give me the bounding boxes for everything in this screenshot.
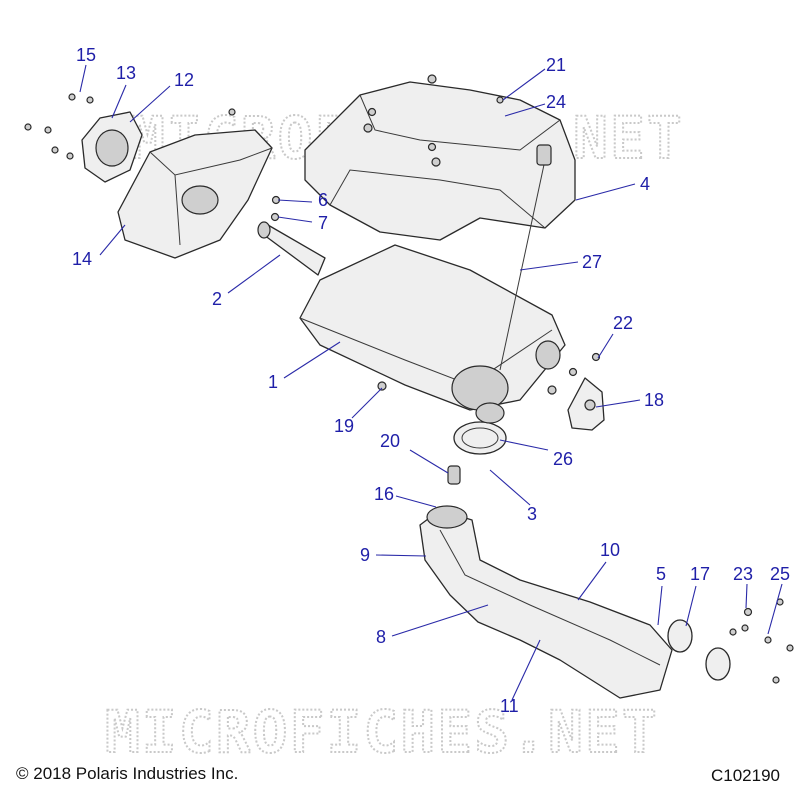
callout-20: 20 <box>380 431 400 451</box>
mount-bracket-part <box>567 377 605 431</box>
callout-13: 13 <box>116 63 136 83</box>
callout-1: 1 <box>268 372 278 392</box>
rear-heat-shield-part <box>117 129 273 259</box>
callout-25: 25 <box>770 564 790 584</box>
inlet-cone-part <box>257 221 326 276</box>
header-pipe-part <box>419 505 731 699</box>
oxygen-sensor-part <box>499 144 552 371</box>
callout-8: 8 <box>376 627 386 647</box>
callout-12: 12 <box>174 70 194 90</box>
copyright-notice: © 2018 Polaris Industries Inc. <box>16 764 239 783</box>
callout-24: 24 <box>546 92 566 112</box>
callout-22: 22 <box>613 313 633 333</box>
callout-15: 15 <box>76 45 96 65</box>
callout-23: 23 <box>733 564 753 584</box>
watermark-bottom: MICROFICHES.NET <box>105 698 659 766</box>
muffler-part <box>299 244 566 411</box>
callout-10: 10 <box>600 540 620 560</box>
hardware-fasteners <box>24 93 794 684</box>
callout-7: 7 <box>318 213 328 233</box>
callout-17: 17 <box>690 564 710 584</box>
callout-14: 14 <box>72 249 92 269</box>
callout-6: 6 <box>318 190 328 210</box>
clamp-part <box>453 402 507 455</box>
callout-27: 27 <box>582 252 602 272</box>
spring-part <box>447 465 461 485</box>
callout-labels: 1 2 3 4 5 6 7 8 9 10 11 12 13 14 15 16 1… <box>72 45 790 716</box>
callout-26: 26 <box>553 449 573 469</box>
heat-shield-part <box>304 74 576 241</box>
figure-id: C102190 <box>710 766 780 785</box>
callout-21: 21 <box>546 55 566 75</box>
flange-gasket-part <box>81 111 143 183</box>
callout-2: 2 <box>212 289 222 309</box>
callout-5: 5 <box>656 564 666 584</box>
leader-lines <box>79 64 783 701</box>
callout-4: 4 <box>640 174 650 194</box>
callout-11: 11 <box>500 696 519 716</box>
callout-18: 18 <box>644 390 664 410</box>
callout-16: 16 <box>374 484 394 504</box>
callout-3: 3 <box>527 504 537 524</box>
callout-19: 19 <box>334 416 354 436</box>
callout-9: 9 <box>360 545 370 565</box>
